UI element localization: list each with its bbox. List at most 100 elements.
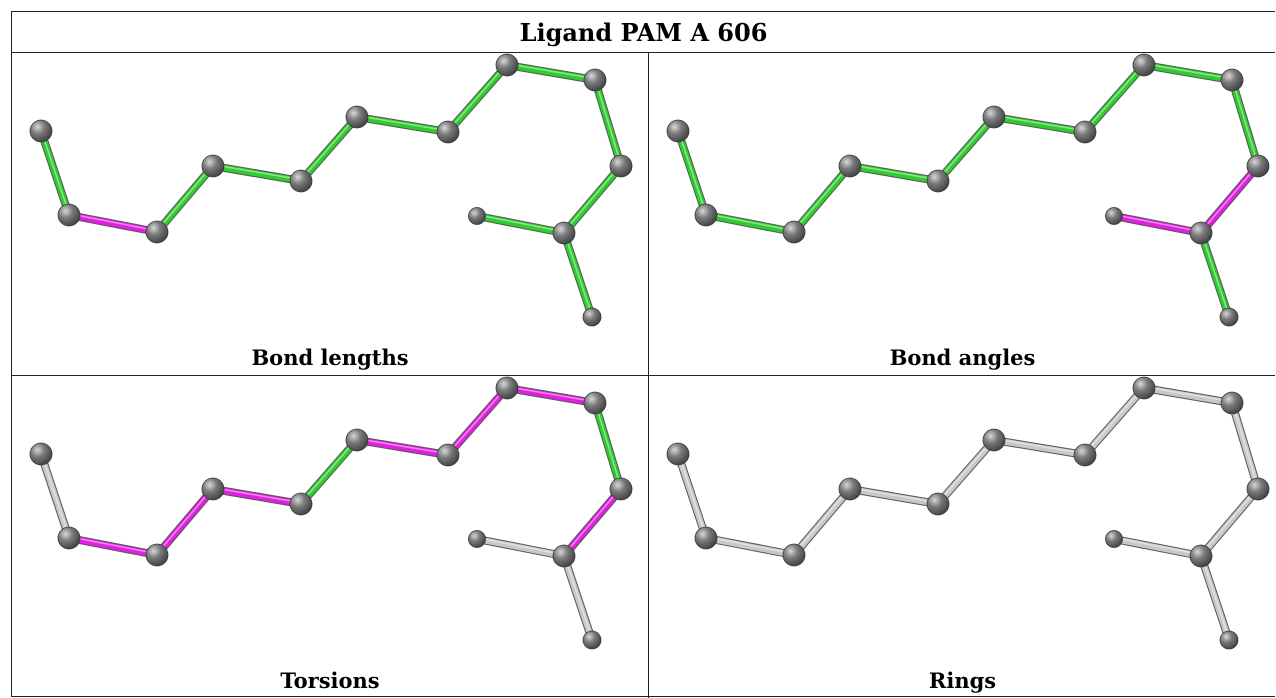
- bond: [354, 114, 451, 135]
- atom: [609, 154, 633, 178]
- bond: [66, 535, 160, 558]
- bond: [1229, 77, 1261, 169]
- bond: [38, 128, 72, 218]
- bond: [675, 128, 709, 218]
- atom: [436, 443, 460, 467]
- bond-highlight: [937, 114, 995, 181]
- atom: [436, 120, 460, 144]
- panel-bond-angles: Bond angles: [649, 53, 1276, 375]
- bond-highlight: [563, 230, 593, 317]
- bond-highlight: [506, 62, 596, 80]
- bond-highlight: [506, 385, 596, 403]
- bond: [1198, 230, 1232, 320]
- atom: [345, 428, 369, 452]
- atom: [1105, 207, 1123, 225]
- bond-highlight: [1143, 62, 1233, 80]
- bond-highlight: [793, 486, 851, 555]
- bond-highlight: [1113, 536, 1202, 556]
- bond-highlight: [849, 486, 939, 504]
- molecule-rings: [666, 376, 1270, 650]
- bond: [847, 163, 941, 184]
- bond: [504, 62, 598, 83]
- bond: [991, 437, 1088, 458]
- bond: [1141, 385, 1235, 406]
- molecule-bond-lengths: [29, 53, 633, 327]
- bond-highlight: [40, 128, 70, 215]
- bond-highlight: [1113, 213, 1202, 233]
- bond-highlight: [1084, 385, 1145, 455]
- bond: [561, 553, 595, 643]
- atom: [583, 391, 607, 415]
- atom: [29, 442, 53, 466]
- atom: [468, 530, 486, 548]
- atom: [495, 376, 519, 400]
- bond-highlight: [1084, 62, 1145, 132]
- atom: [782, 220, 806, 244]
- bond: [1141, 62, 1235, 83]
- bond-highlight: [594, 77, 622, 166]
- atom: [582, 307, 602, 327]
- bond: [791, 486, 853, 558]
- atom: [289, 492, 313, 516]
- bond-highlight: [476, 536, 565, 556]
- bond: [210, 486, 304, 507]
- atom: [583, 68, 607, 92]
- atom: [345, 105, 369, 129]
- bond-highlight: [447, 385, 508, 455]
- bond: [474, 536, 567, 559]
- bond: [298, 114, 360, 184]
- bond-highlight: [1200, 486, 1259, 556]
- bond-highlight: [677, 128, 707, 215]
- bond-highlight: [594, 400, 622, 489]
- atom: [1219, 307, 1239, 327]
- atom: [552, 221, 576, 245]
- atom: [201, 154, 225, 178]
- atom: [694, 203, 718, 227]
- atom: [1246, 154, 1270, 178]
- bond-highlight: [300, 114, 358, 181]
- bond: [66, 212, 160, 235]
- bond: [1198, 163, 1261, 236]
- bond: [1111, 536, 1204, 559]
- bond-highlight: [1200, 553, 1230, 640]
- atom: [982, 105, 1006, 129]
- bond: [1082, 385, 1147, 458]
- bond-highlight: [849, 163, 939, 181]
- atom: [1219, 630, 1239, 650]
- bond-highlight: [68, 535, 158, 555]
- atom: [495, 53, 519, 77]
- panel-bond-lengths: Bond lengths: [12, 53, 648, 375]
- bond: [1198, 553, 1232, 643]
- bond: [847, 486, 941, 507]
- caption-torsions: Torsions: [280, 667, 380, 693]
- atom: [1105, 530, 1123, 548]
- atom: [201, 477, 225, 501]
- bond-highlight: [1200, 163, 1259, 233]
- atom: [552, 544, 576, 568]
- bond: [38, 451, 72, 541]
- caption-rings: Rings: [928, 667, 997, 693]
- atom: [1073, 443, 1097, 467]
- atom: [145, 543, 169, 567]
- bond-highlight: [447, 62, 508, 132]
- bond: [1082, 62, 1147, 135]
- bond-highlight: [356, 114, 449, 132]
- bond: [445, 62, 510, 135]
- bond-highlight: [1200, 230, 1230, 317]
- bond-highlight: [156, 486, 214, 555]
- bond-highlight: [993, 114, 1086, 132]
- bond-highlight: [1231, 400, 1259, 489]
- bond-highlight: [156, 163, 214, 232]
- atom: [468, 207, 486, 225]
- bond-highlight: [937, 437, 995, 504]
- bond: [935, 114, 997, 184]
- bond: [561, 230, 595, 320]
- bond: [354, 437, 451, 458]
- bond: [154, 486, 216, 558]
- atom: [666, 119, 690, 143]
- atom: [982, 428, 1006, 452]
- molecule-torsions: [29, 376, 633, 650]
- ligand-validation-figure: Ligand PAM A 606 Bond lengths Bond angle…: [11, 11, 1276, 698]
- bond: [298, 437, 360, 507]
- bond: [1111, 213, 1204, 236]
